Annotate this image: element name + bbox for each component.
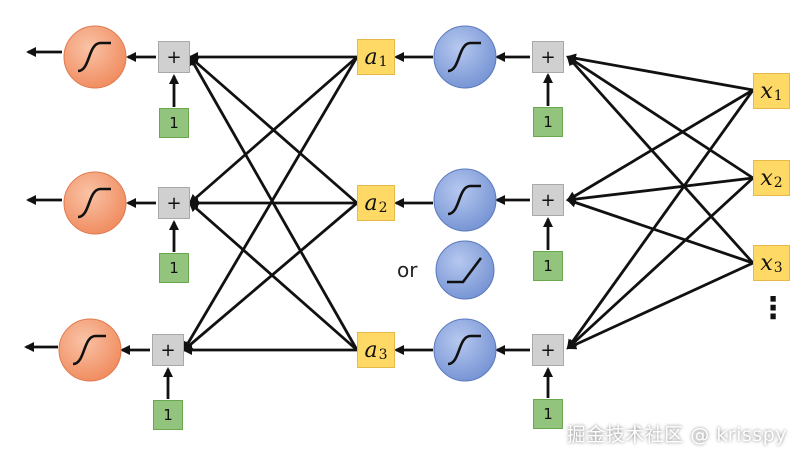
output-activation-1 [63,25,127,89]
output-bias-3: 1 [153,400,183,430]
input-to-hidden-edges [566,53,755,350]
or-label: or [397,258,418,282]
hidden-activation-alt [435,240,495,300]
var-symbol: x [760,78,773,104]
edge-a3-o2 [188,201,358,352]
edge-a3-o1 [188,55,359,351]
hidden-activation-1 [433,25,497,89]
hidden-sum-3: + [532,334,564,366]
sigmoid-icon [447,334,481,366]
edge-x3-s2 [566,197,754,265]
var-symbol: x [760,250,773,276]
var-subscript: 2 [378,200,388,216]
hidden-activation-2 [433,168,497,232]
hidden-activation-3 [433,318,497,382]
sigmoid-icon [447,41,481,73]
hidden-bias-2: 1 [533,251,563,281]
relu-icon [447,257,483,284]
var-symbol: x [760,165,773,191]
hidden-sum-2: + [532,184,564,216]
short-arrows [24,47,553,399]
edge-x2-s2 [566,176,754,205]
edge-x1-s2 [566,88,754,202]
hidden-bias-1: 1 [533,107,563,137]
sigmoid-icon [77,41,111,73]
output-bias-1: 1 [159,108,189,138]
hidden-sum-1: + [532,41,564,73]
edge-a2-o1 [188,55,358,205]
edge-x3-s3 [566,261,754,350]
edge-x1-s3 [566,89,755,350]
output-sum-3: + [152,334,184,366]
edge-x2-s3 [566,176,754,350]
var-subscript: 3 [378,347,388,363]
output-activation-3 [58,318,122,382]
edge-x2-s1 [566,55,754,180]
hidden-to-output-edges [182,52,359,355]
output-sum-2: + [158,187,190,219]
edge-x3-s1 [566,55,755,264]
var-symbol: a [364,337,378,363]
var-subscript: 2 [773,175,783,191]
var-subscript: 3 [773,260,783,276]
more-inputs-ellipsis: ⋮ [758,291,788,326]
output-bias-2: 1 [159,253,189,283]
sigmoid-icon [72,334,106,366]
sigmoid-icon [447,184,481,216]
output-activation-2 [63,171,127,235]
edge-x1-s1 [566,53,754,92]
var-symbol: a [364,44,378,70]
var-symbol: a [364,190,378,216]
hidden-bias-3: 1 [533,399,563,429]
edge-a2-o3 [182,201,358,352]
output-sum-1: + [158,41,190,73]
sigmoid-icon [77,187,111,219]
var-subscript: 1 [773,88,783,104]
watermark: 掘金技术社区 @ krisspy [566,424,787,446]
var-subscript: 1 [378,54,388,70]
